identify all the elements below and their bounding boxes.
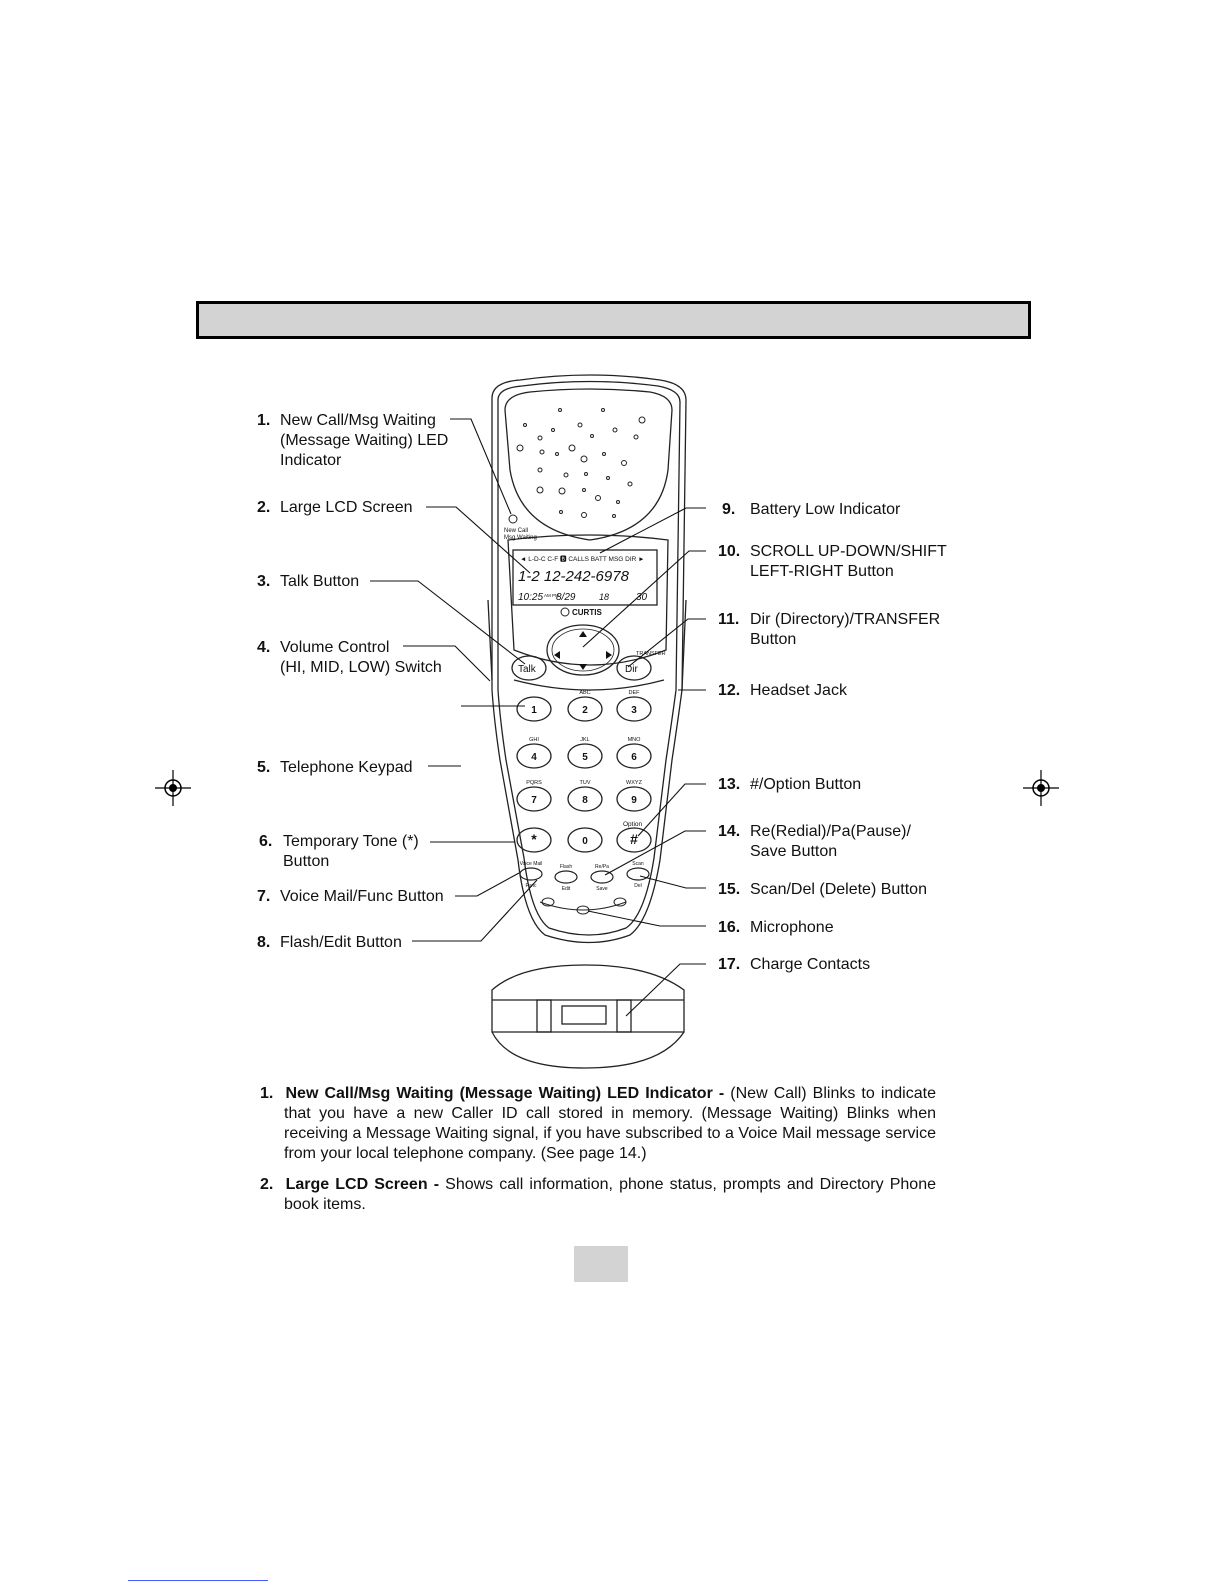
small-button-top-label: Scan — [632, 861, 644, 867]
transfer-label: TRANSFER — [636, 651, 666, 657]
callout-1: 1.New Call/Msg Waiting (Message Waiting)… — [257, 412, 449, 469]
footer-rule — [128, 1580, 268, 1581]
key-5[interactable]: 5 JKL — [567, 737, 603, 769]
option-label: Option — [623, 821, 643, 828]
lcd-ampm: AM PM — [544, 593, 559, 598]
key-digit: 1 — [531, 705, 537, 716]
charger-base — [491, 964, 685, 1069]
key-letters: PQRS — [526, 780, 542, 786]
charge-contact-right — [616, 999, 632, 1033]
key-letters: WXYZ — [626, 780, 643, 786]
callout-11: 11.Dir (Directory)/TRANSFER Button — [718, 611, 941, 648]
key-digit: 0 — [582, 836, 588, 847]
key-7[interactable]: 7 PQRS — [516, 780, 552, 812]
phone-diagram: New Call Msg Waiting ◄ L-D-C C-F 🅱 CALLS… — [370, 374, 706, 1069]
led-label-2: Msg Waiting — [504, 535, 537, 541]
lcd-date: 8/29 — [556, 592, 576, 603]
lcd-status-row: ◄ L-D-C C-F 🅱 CALLS BATT MSG DIR ► — [520, 555, 645, 563]
key-letters: GHI — [529, 737, 539, 743]
handset-outline — [491, 374, 687, 944]
key-letters: ABC — [579, 690, 590, 696]
description-2: 2. Large LCD Screen - Shows call informa… — [260, 1176, 937, 1213]
small-button-bottom-label: Save — [596, 886, 608, 892]
key-0[interactable]: 0 — [567, 827, 603, 853]
small-button-top-label: Flash — [560, 864, 572, 870]
charge-contact-left — [536, 999, 552, 1033]
small-button-bottom-label: Del — [634, 883, 642, 889]
callout-12: 12.Headset Jack — [718, 682, 847, 699]
key-8[interactable]: 8 TUV — [567, 780, 603, 812]
callout-17: 17.Charge Contacts — [718, 956, 871, 973]
svg-text:Dir: Dir — [625, 664, 638, 675]
callout-10: 10.SCROLL UP-DOWN/SHIFT LEFT-RIGHT Butto… — [718, 543, 947, 580]
small-button-top-label: Voice Mail — [520, 861, 543, 867]
registration-mark-left — [155, 770, 191, 806]
description-1: 1. New Call/Msg Waiting (Message Waiting… — [260, 1085, 936, 1162]
nav-up-arrow-icon — [579, 631, 587, 637]
key-digit: 8 — [582, 795, 588, 806]
lcd-screen — [512, 549, 658, 606]
callout-16: 16.Microphone — [718, 919, 834, 936]
dir-button — [616, 655, 652, 681]
nav-down-arrow-icon — [579, 664, 587, 670]
key-digit: 5 — [582, 752, 588, 763]
callout-14: 14.Re(Redial)/Pa(Pause)/ Save Button — [718, 823, 911, 860]
key-letters: MNO — [628, 737, 642, 743]
telephone-keypad: 1 2 ABC 3 DEF 4 GHI 5 JKL 6 MNO 7 PQRS 8 TUV 9 WXYZ * 0 # — [516, 690, 652, 853]
key-letters: TUV — [580, 780, 591, 786]
callout-6: 6.Temporary Tone (*) Button — [259, 833, 419, 870]
key-digit: 9 — [631, 795, 637, 806]
callout-13: 13.#/Option Button — [718, 776, 862, 793]
key-2[interactable]: 2 ABC — [567, 690, 603, 722]
led-label-1: New Call — [504, 528, 528, 534]
brand-logo: CURTIS — [572, 608, 602, 617]
key-digit: 2 — [582, 705, 588, 716]
scroll-nav-pad — [546, 624, 620, 676]
nav-left-arrow-icon — [554, 651, 560, 659]
talk-button — [511, 655, 547, 681]
small-button-bottom-label: Edit — [562, 886, 571, 892]
callout-3: 3.Talk Button — [257, 573, 360, 590]
callout-8: 8.Flash/Edit Button — [257, 934, 402, 951]
key-9[interactable]: 9 WXYZ — [616, 780, 652, 812]
lcd-time: 10:25 — [518, 592, 543, 603]
key-letters: DEF — [629, 690, 641, 696]
key-6[interactable]: 6 MNO — [616, 737, 652, 769]
key-letters: JKL — [580, 737, 589, 743]
lcd-total: 30 — [636, 592, 648, 603]
led-indicator — [508, 514, 518, 524]
svg-text:Talk: Talk — [518, 664, 537, 675]
key-hash[interactable]: # — [616, 827, 652, 853]
page-number-box — [574, 1246, 628, 1282]
earpiece-area — [504, 388, 673, 541]
key-digit: 4 — [531, 752, 537, 763]
key-digit: # — [630, 831, 638, 847]
callout-7: 7.Voice Mail/Func Button — [257, 888, 444, 905]
key-star[interactable]: * — [516, 827, 552, 853]
key-digit: * — [531, 831, 537, 847]
lcd-number: 1-2 12-242-6978 — [518, 568, 630, 585]
registration-mark-right — [1023, 770, 1059, 806]
section-title-bar — [196, 301, 1031, 339]
callout-5: 5.Telephone Keypad — [257, 759, 413, 776]
key-1[interactable]: 1 — [516, 696, 552, 722]
key-4[interactable]: 4 GHI — [516, 737, 552, 769]
microphone — [539, 901, 627, 911]
key-digit: 7 — [531, 795, 537, 806]
key-3[interactable]: 3 DEF — [616, 690, 652, 722]
callout-15: 15.Scan/Del (Delete) Button — [718, 881, 927, 898]
key-digit: 6 — [631, 752, 637, 763]
lcd-count: 18 — [599, 592, 609, 602]
callout-4: 4.Volume Control (HI, MID, LOW) Switch — [257, 639, 442, 676]
small-button-top-label: Re/Pa — [595, 864, 609, 870]
key-digit: 3 — [631, 705, 637, 716]
callout-9: 9.Battery Low Indicator — [722, 501, 901, 518]
callout-2: 2.Large LCD Screen — [257, 499, 413, 516]
nav-right-arrow-icon — [606, 651, 612, 659]
